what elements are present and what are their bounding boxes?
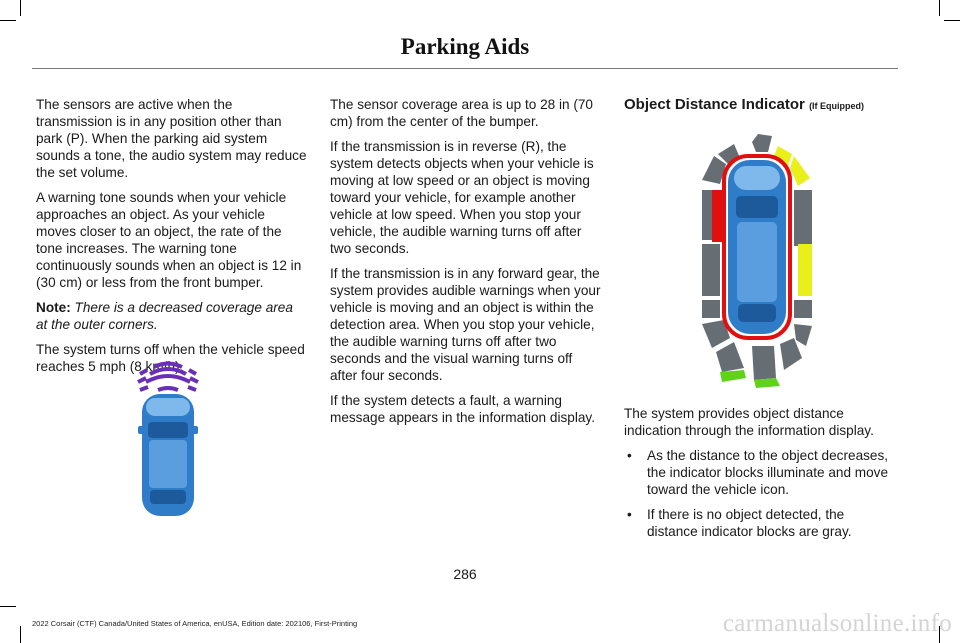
left-side-block-3 [702,300,720,318]
note-label: Note: [36,300,71,315]
watermark: carmanualsonline.info [722,610,952,637]
section-heading: Object Distance Indicator (If Equipped) [624,96,896,115]
front-left-outer-block [702,156,726,184]
crop-mark-tl-v [20,0,21,16]
front-right-mid-block [774,146,792,166]
footer-edition-info: 2022 Corsair (CTF) Canada/United States … [32,619,358,628]
rear-right-outer-block [794,324,812,346]
front-center-block [752,134,772,152]
column-2: The sensor coverage area is up to 28 in … [330,96,602,434]
column-3-lower: The system provides object distance indi… [624,405,896,548]
sensor-wave-icon [137,361,199,392]
list-item: • As the distance to the object decreases… [624,447,896,498]
rear-center-block [752,346,776,380]
paragraph: If the transmission is in reverse (R), t… [330,139,594,256]
crop-mark-br-v [939,626,940,643]
left-side-block-2 [702,244,720,296]
bullet-dot: • [627,448,632,463]
paragraph: If the system detects a fault, a warning… [330,393,595,425]
right-side-block-3 [794,300,812,318]
right-side-block-1 [794,190,812,246]
header-divider [32,68,898,69]
crop-mark-bl-v [20,626,21,643]
paragraph: A warning tone sounds when your vehicle … [36,190,302,290]
car-icon [722,154,792,340]
page-title: Parking Aids [400,34,530,59]
column-1: The sensors are active when the transmis… [36,96,308,383]
front-sensor-coverage-figure [137,361,199,516]
distance-blocks [702,134,812,388]
section-heading-suffix: (If Equipped) [809,101,865,111]
rear-center-green-block [754,378,780,388]
left-side-red-block [712,190,724,242]
object-distance-indicator-figure [702,134,812,388]
crop-mark-tl-h [0,20,16,21]
note-text: There is a decreased coverage area at th… [36,300,293,332]
paragraph: The sensors are active when the transmis… [36,97,307,180]
rear-left-mid-block [716,342,744,372]
bullet-dot: • [627,507,632,522]
note: Note: There is a decreased coverage area… [36,299,308,333]
paragraph: The system provides object distance indi… [624,406,874,438]
crop-mark-bl-h [0,606,16,607]
list-item: • If there is no object detected, the dis… [624,506,896,540]
rear-left-outer-block [702,320,730,348]
crop-mark-tr-h [944,20,960,21]
list-item-text: If there is no object detected, the dist… [647,507,852,539]
list-item-text: As the distance to the object decreases,… [647,448,889,497]
rear-right-mid-block [780,338,802,370]
front-right-outer-block [790,156,810,186]
crop-mark-tr-v [939,0,940,16]
section-heading-text: Object Distance Indicator [624,96,805,113]
column-3: Object Distance Indicator (If Equipped) [624,96,896,123]
paragraph: If the transmission is in any forward ge… [330,266,601,383]
rear-left-green-block [720,370,746,382]
right-side-yellow-block [798,244,812,296]
bullet-list: • As the distance to the object decreases… [624,447,896,540]
paragraph: The sensor coverage area is up to 28 in … [330,97,593,129]
page-number: 286 [453,566,477,582]
car-icon [138,394,198,516]
